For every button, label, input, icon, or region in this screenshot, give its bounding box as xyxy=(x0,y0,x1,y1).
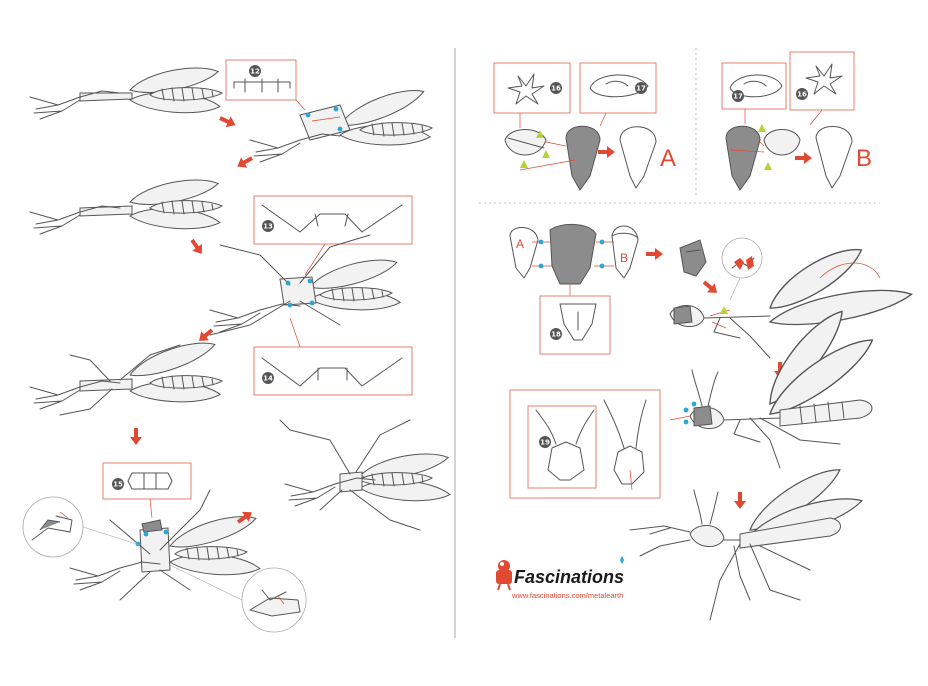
step-12-badge xyxy=(249,65,261,77)
step-19-badge xyxy=(539,436,551,448)
mantis-stage-2 xyxy=(249,83,433,163)
step-14-part: 14 xyxy=(253,317,413,396)
head-attach-detail xyxy=(679,237,763,301)
detail-callout-right xyxy=(169,564,307,633)
hinge-dot xyxy=(333,106,339,112)
right-arrow-icon xyxy=(217,112,238,131)
step-13-badge xyxy=(262,220,274,232)
down-arrow-icon xyxy=(187,236,207,258)
step-12-number: 12 xyxy=(250,68,260,76)
step-15-number: 15 xyxy=(113,481,123,489)
mantis-stage-9 xyxy=(669,303,883,469)
step-12-part: 12 xyxy=(225,59,306,111)
variant-a-panel: 16 17 A xyxy=(493,62,676,191)
mantis-complete xyxy=(629,461,866,621)
variant-b-label: B xyxy=(856,145,872,172)
step-16-number: 16 xyxy=(551,85,561,93)
down-arrow-icon xyxy=(130,428,142,445)
variant-b-panel: 17 16 B xyxy=(721,51,872,191)
step-18-number: 18 xyxy=(551,331,561,339)
step-16-badge xyxy=(550,82,562,94)
variant-a-label: A xyxy=(660,145,676,172)
mascot-logo-icon xyxy=(496,560,512,591)
mantis-stage-3 xyxy=(29,175,223,236)
head-assembly: A B 18 xyxy=(509,224,639,355)
step-17-badge xyxy=(635,82,647,94)
down-left-arrow-icon xyxy=(195,325,216,346)
brand-url: www.fascinations.com/metalearth xyxy=(511,591,623,600)
hinge-dot xyxy=(305,112,311,118)
head-a-label: A xyxy=(516,237,524,251)
head-b-label: B xyxy=(620,251,628,265)
detail-callout-left xyxy=(22,496,141,558)
step-19-number: 19 xyxy=(540,439,550,447)
step-14-badge xyxy=(262,372,274,384)
step-16b-badge xyxy=(796,88,808,100)
down-left-arrow-icon xyxy=(234,152,255,172)
mantis-stage-6 xyxy=(69,489,262,601)
step-15-badge xyxy=(112,478,124,490)
mantis-stage-5 xyxy=(29,336,223,416)
step-18-badge xyxy=(550,328,562,340)
step-13-part: 13 xyxy=(253,195,413,276)
right-arrow-icon xyxy=(646,248,663,260)
step-13-number: 13 xyxy=(263,223,273,231)
mantis-stage-4 xyxy=(209,234,402,336)
step-17b-number: 17 xyxy=(733,93,743,101)
step-19-part: 19 xyxy=(509,389,661,499)
mantis-stage-7 xyxy=(279,419,452,531)
down-arrow-icon xyxy=(734,492,746,509)
down-arrow-icon xyxy=(700,277,721,298)
brand-logo: Fascinations www.fascinations.com/metale… xyxy=(496,556,624,600)
right-arrow-icon xyxy=(795,152,812,164)
step-17b-badge xyxy=(732,90,744,102)
step-15-part: 15 xyxy=(102,462,192,519)
step-16b-number: 16 xyxy=(797,91,807,99)
step-14-number: 14 xyxy=(263,375,273,383)
hinge-dot xyxy=(337,126,343,132)
brand-name: Fascinations xyxy=(514,567,624,587)
step-17-number: 17 xyxy=(636,85,646,93)
mantis-stage-8 xyxy=(669,239,915,359)
mantis-stage-1 xyxy=(29,63,223,120)
right-arrow-icon xyxy=(598,146,615,158)
